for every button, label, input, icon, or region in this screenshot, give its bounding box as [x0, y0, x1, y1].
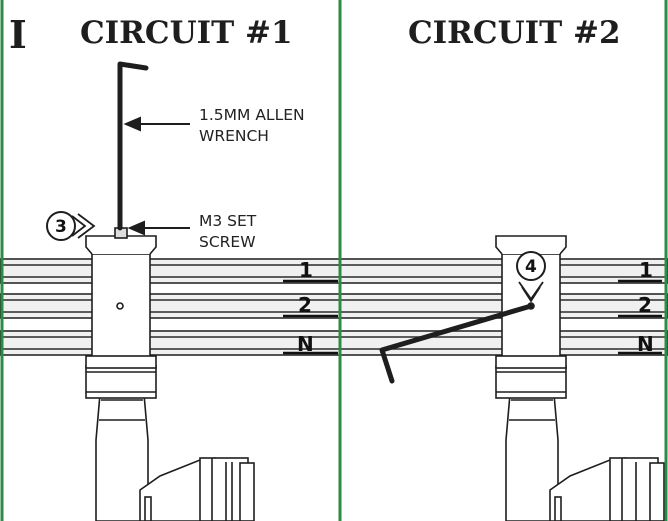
step-3-marker: 3	[46, 211, 96, 241]
step-3-number: 3	[55, 217, 67, 237]
callout-arrows	[123, 116, 190, 236]
rail-labels-right: 1 2 N	[637, 258, 654, 356]
rail-label-n: N	[297, 332, 314, 356]
step-4-number: 4	[525, 257, 537, 277]
wrench-callout-line-1: 1.5MM ALLEN	[199, 106, 305, 124]
rail-labels-left: 1 2 N	[297, 258, 314, 356]
allen-wrench-left	[117, 61, 149, 231]
clamp-device-right	[495, 235, 665, 521]
rail-label-1: 1	[639, 258, 653, 282]
allen-wrench-right	[379, 303, 534, 384]
clamp-device-left	[85, 227, 255, 521]
rail-label-1: 1	[299, 258, 313, 282]
rail-label-underlines	[283, 279, 662, 355]
wrench-callout-line-2: WRENCH	[199, 127, 269, 145]
rail-label-2: 2	[638, 293, 652, 317]
circuit-1-title: CIRCUIT #1	[80, 15, 293, 51]
step-4-marker: 4	[516, 251, 546, 303]
rail-label-n: N	[637, 332, 654, 356]
circuit-2-title: CIRCUIT #2	[408, 15, 621, 51]
screw-callout-line-1: M3 SET	[199, 212, 257, 230]
screw-callout-line-2: SCREW	[199, 233, 256, 251]
step-letter: I	[9, 12, 27, 57]
rail-label-2: 2	[298, 293, 312, 317]
